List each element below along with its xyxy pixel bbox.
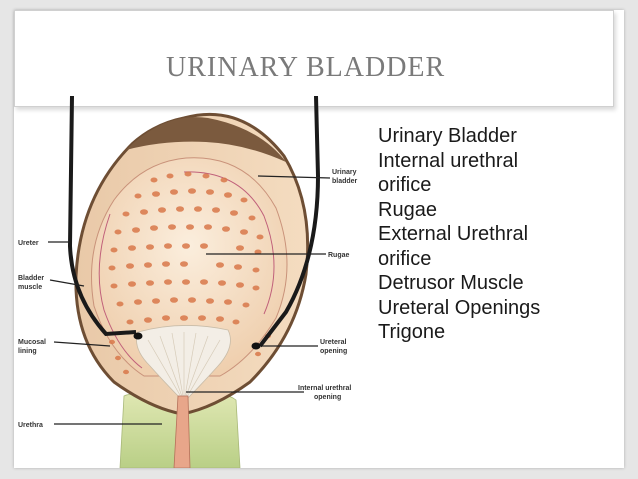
label-mucosal-lining: Mucosal: [18, 339, 46, 346]
bladder-dome: [126, 117, 286, 162]
legend-item: Ureteral Openings: [378, 296, 541, 319]
legend-item: orifice: [378, 174, 432, 196]
label-urethra: Urethra: [18, 422, 43, 429]
left-ureteral-opening: [133, 332, 143, 340]
label-ureteral-opening-2: opening: [320, 348, 347, 355]
label-internal-urethral-opening-2: opening: [314, 394, 341, 401]
label-urinary-bladder-2: bladder: [332, 178, 358, 185]
leader-lines: [48, 175, 331, 425]
label-bladder-muscle-2: muscle: [18, 284, 42, 291]
label-ureteral-opening: Ureteral: [320, 339, 347, 346]
legend-item: External Urethral: [378, 223, 529, 245]
legend-item: Detrusor Muscle: [378, 272, 524, 294]
left-ureter: [67, 96, 137, 337]
legend-item: Internal urethral: [378, 149, 519, 172]
label-ureter: Ureter: [18, 240, 39, 247]
urethra-channel: [173, 395, 191, 468]
label-urinary-bladder: Urinary: [332, 169, 357, 176]
legend-item: Rugae: [378, 198, 437, 221]
label-bladder-muscle: Bladder: [18, 275, 44, 282]
bladder-diagram: Ureter Bladder muscle Mucosal lining Ure…: [18, 96, 358, 468]
label-rugae: Rugae: [328, 252, 350, 259]
legend-item: Trigone: [378, 321, 446, 343]
slide-title: URINARY BLADDER: [166, 52, 446, 83]
right-ureteral-opening: [251, 342, 261, 350]
legend-item: Urinary Bladder: [378, 125, 517, 147]
legend-item: orifice: [378, 247, 432, 270]
title-band: [14, 10, 614, 107]
trigone: [136, 325, 231, 403]
label-mucosal-lining-2: lining: [18, 348, 37, 355]
mucosa-edge-line: [183, 171, 275, 315]
legend-list: Urinary Bladder Internal urethral orific…: [378, 124, 618, 345]
label-internal-urethral-opening: Internal urethral: [298, 385, 351, 392]
right-ureter: [258, 96, 321, 348]
